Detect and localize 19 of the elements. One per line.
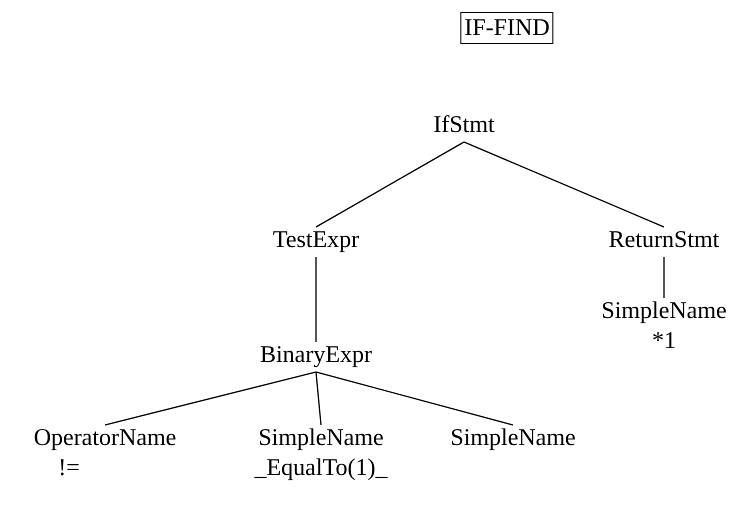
tree-edge xyxy=(316,371,514,426)
node-value: *1 xyxy=(651,327,677,356)
tree-edge xyxy=(464,141,664,228)
node-label: OperatorName xyxy=(34,424,176,453)
node-value: != xyxy=(57,454,81,483)
node-label: TestExpr xyxy=(272,226,360,255)
node-label: SimpleName xyxy=(450,424,576,453)
tree-edge xyxy=(663,257,665,298)
node-value: _EqualTo(1)_ xyxy=(254,454,388,483)
node-label: SimpleName xyxy=(601,297,727,326)
tree-edge xyxy=(315,257,317,342)
node-label: IfStmt xyxy=(433,111,495,140)
tree-edge xyxy=(104,371,316,426)
node-label: SimpleName xyxy=(257,424,385,453)
title-text: IF-FIND xyxy=(464,14,550,43)
tree-edge xyxy=(316,141,464,228)
tree-edge xyxy=(315,372,322,426)
node-label: BinaryExpr xyxy=(260,341,372,370)
node-label: ReturnStmt xyxy=(608,226,720,255)
